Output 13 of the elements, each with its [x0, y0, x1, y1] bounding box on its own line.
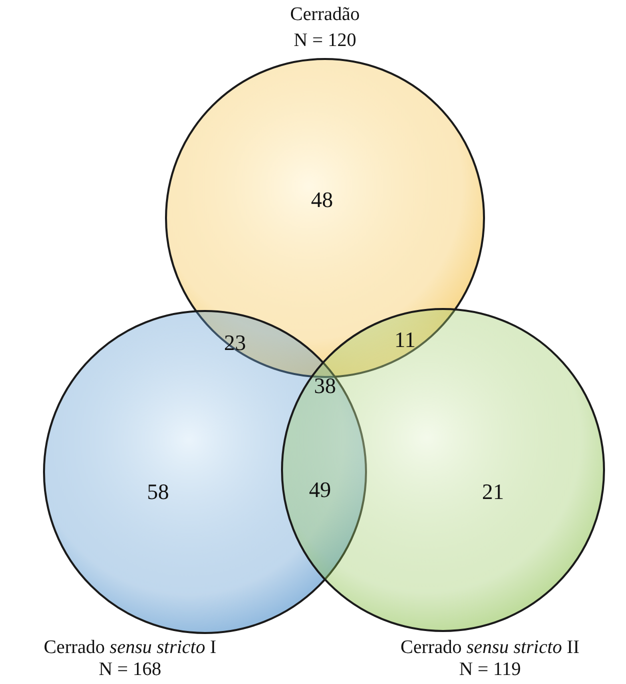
set-title: Cerrado sensu stricto I	[44, 637, 216, 659]
region-count: 23	[224, 330, 246, 356]
region-count: 11	[394, 327, 416, 353]
set-size: N = 119	[459, 659, 521, 681]
set-title: Cerrado sensu stricto II	[400, 637, 580, 659]
region-count: 21	[482, 479, 504, 505]
set-title: Cerradão	[290, 4, 360, 26]
region-count: 38	[314, 373, 336, 399]
region-count: 48	[311, 187, 333, 213]
set-size: N = 120	[294, 30, 356, 52]
set-size: N = 168	[98, 659, 162, 681]
region-count: 49	[309, 477, 331, 503]
region-count: 58	[147, 479, 169, 505]
